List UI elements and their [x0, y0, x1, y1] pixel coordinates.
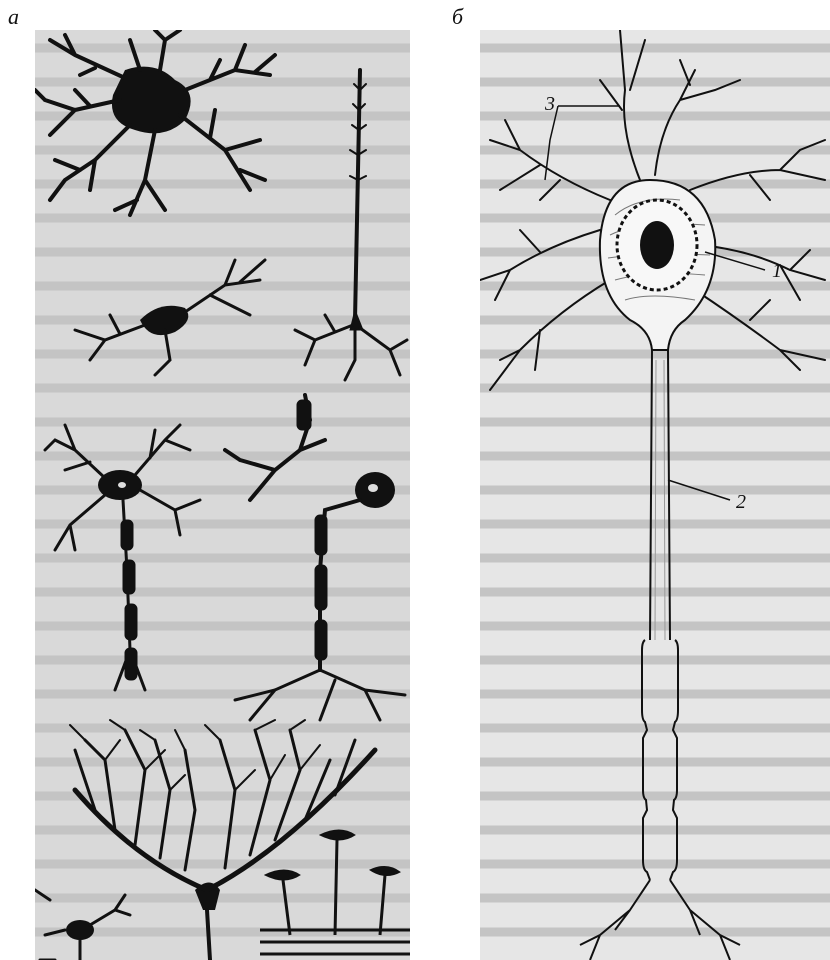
nucleus — [617, 200, 697, 290]
label-3-dendrites: 3 — [544, 93, 555, 115]
panel-b-drawing: 3 1 2 — [480, 30, 830, 960]
panel-a-letter: а — [8, 4, 19, 30]
panel-a-drawing — [35, 30, 410, 960]
panel-b-neuron-structure: 3 1 2 — [480, 30, 830, 960]
label-2-axon: 2 — [736, 491, 746, 513]
purkinje-cell — [70, 720, 375, 960]
panel-b-letter: б — [452, 4, 463, 30]
panel-a-neuron-types — [35, 30, 410, 960]
label-1-nucleus: 1 — [772, 260, 782, 282]
